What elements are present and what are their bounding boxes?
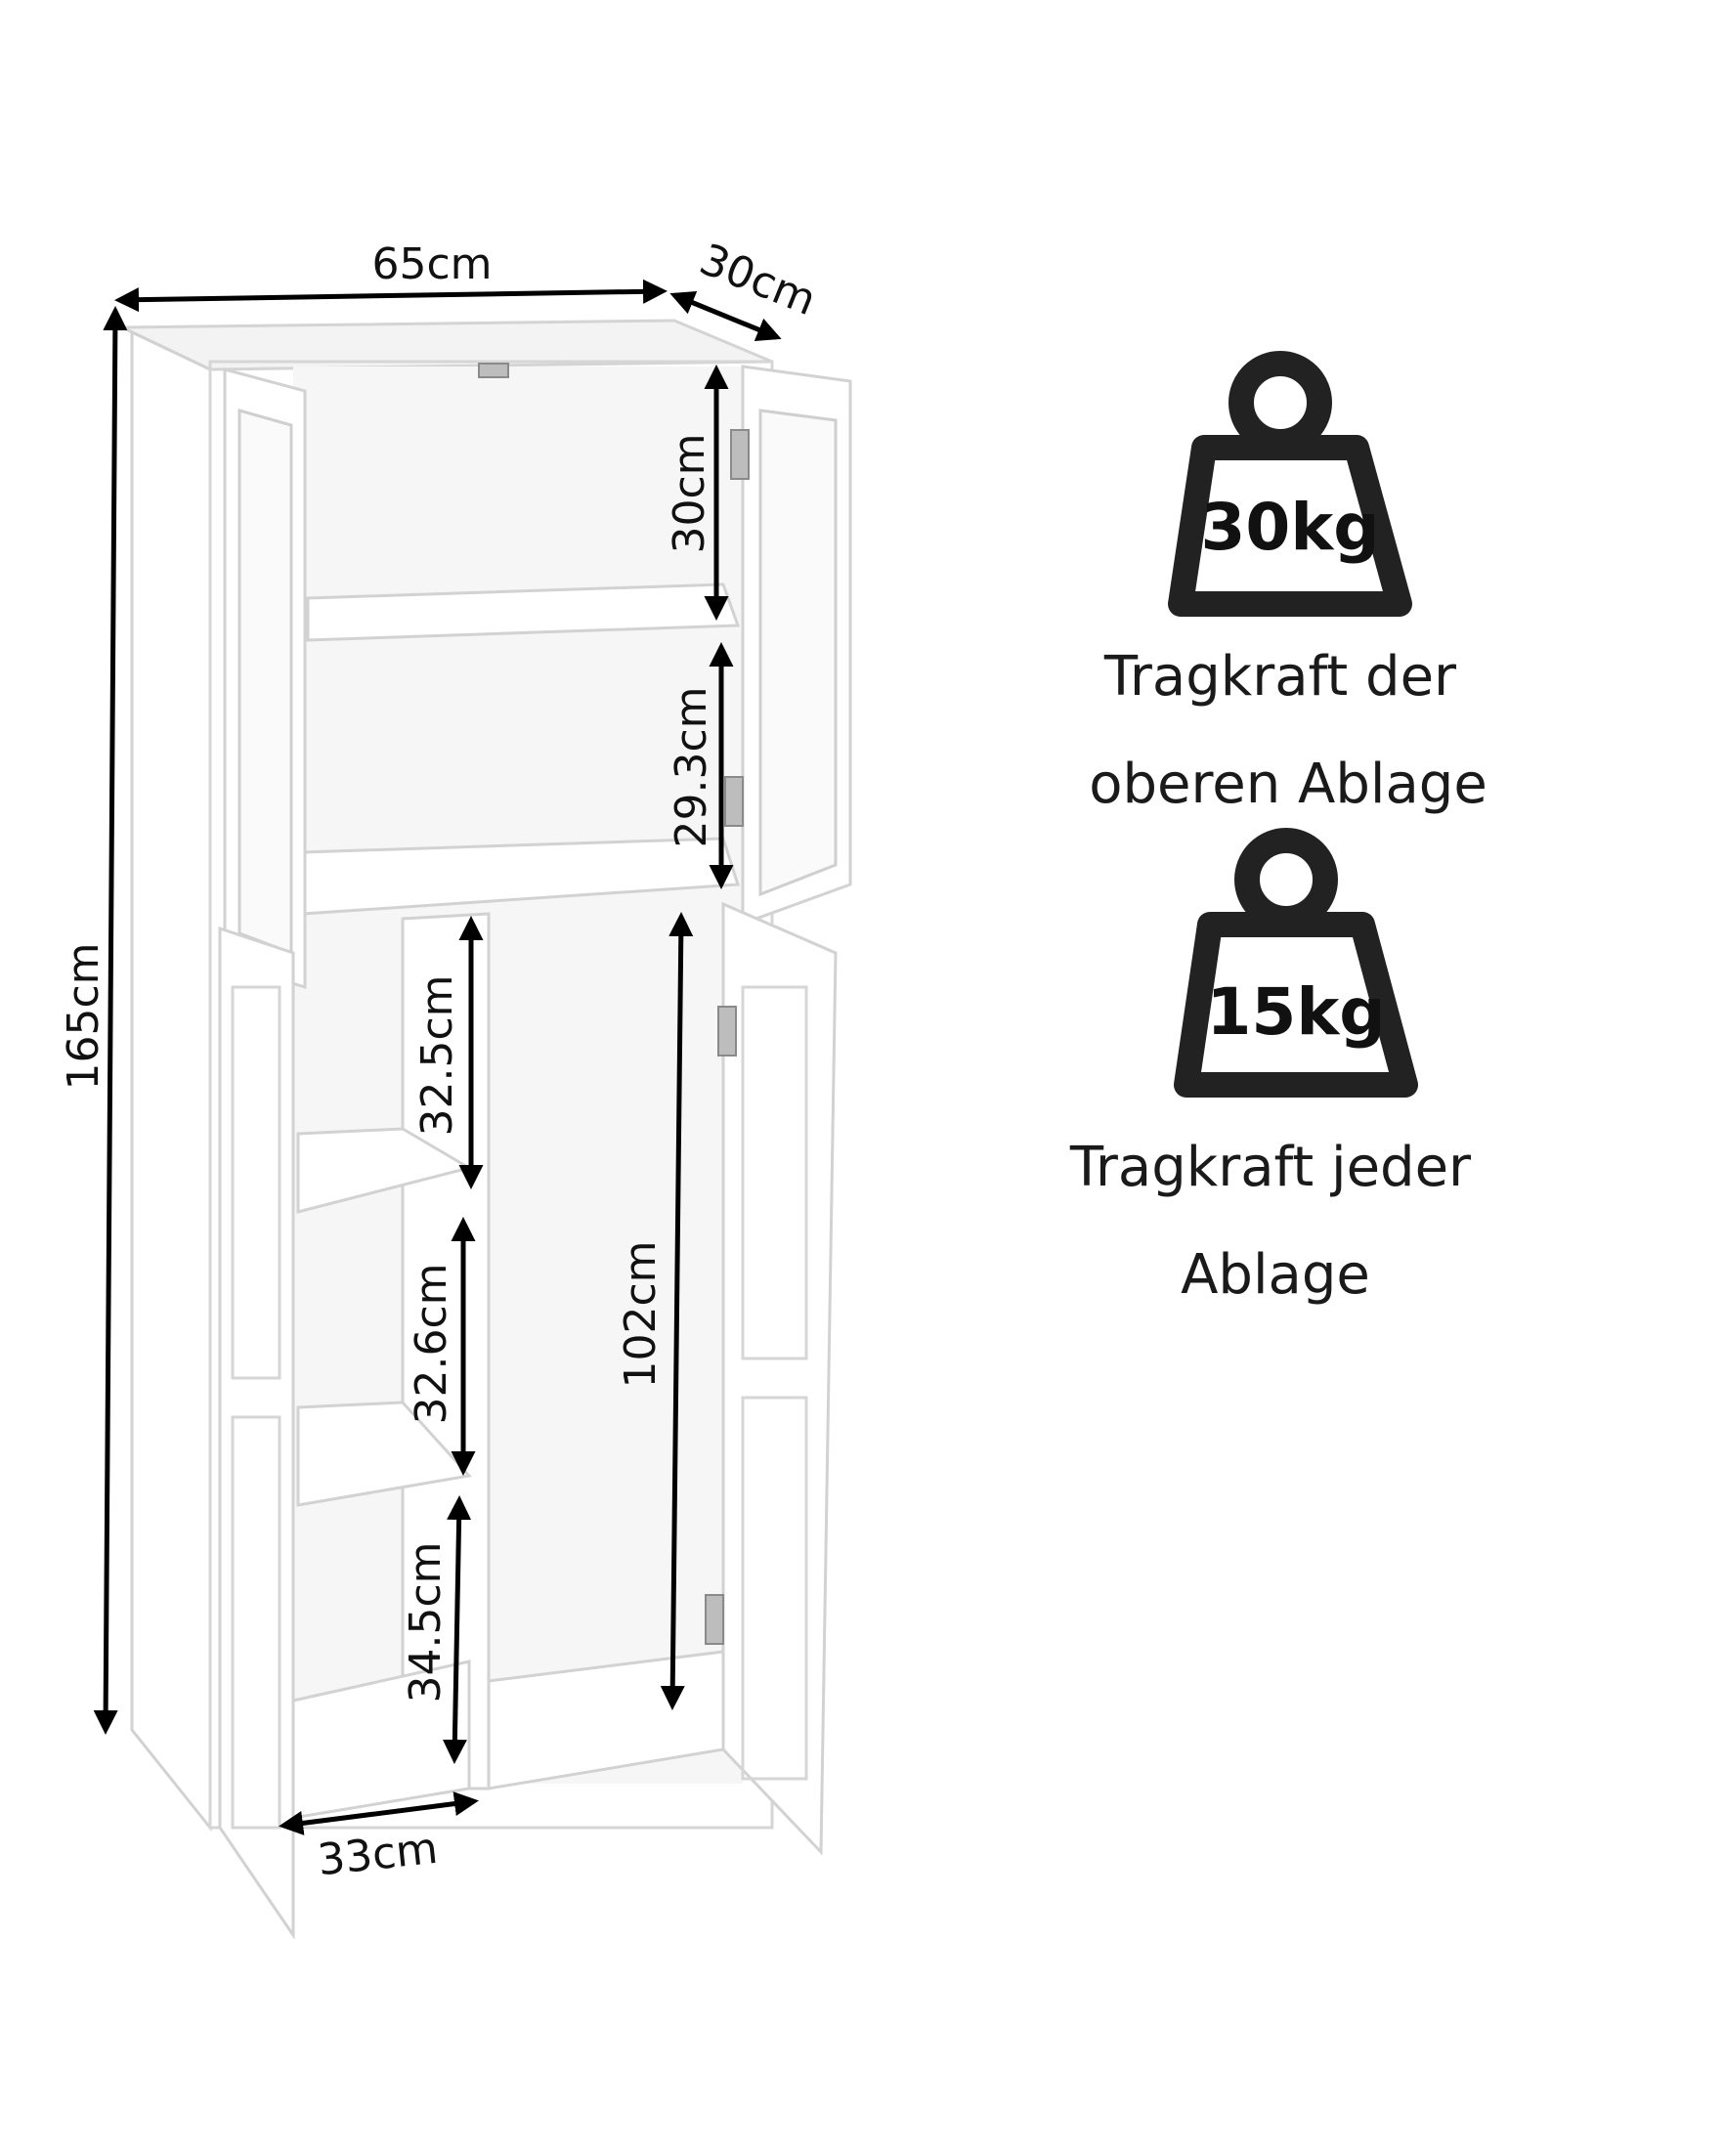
upper-left-door-glass (237, 409, 293, 956)
left-compartment-3-line (442, 1495, 472, 1764)
compartment-width-label: 33cm (316, 1824, 441, 1886)
lower-right-door-panel-2 (741, 1396, 808, 1781)
lower-left-door-panel-1 (231, 985, 281, 1380)
lower-left-door-panel-2 (231, 1415, 281, 1830)
dimension-lines: 65cm 30cm 165cm 30cm 29.3cm 32.5cm 32.6c… (59, 235, 823, 1886)
lower-left-shelf-2 (296, 1401, 472, 1507)
upper-right-door-glass (758, 409, 838, 897)
upper-capacity-caption-line2: oberen Ablage (1089, 753, 1487, 816)
each-capacity-caption-line2: Ablage (1181, 1243, 1370, 1307)
height-line (93, 306, 128, 1735)
cabinet-left-side (130, 329, 212, 1833)
right-compartment-line (660, 912, 694, 1710)
left-compartment-3-label: 34.5cm (401, 1541, 451, 1703)
left-compartment-1-label: 32.5cm (412, 974, 462, 1136)
weight-icon: 30kg (1168, 351, 1412, 617)
hinge (478, 363, 509, 378)
upper-capacity-caption-line1: Tragkraft der (1103, 645, 1457, 709)
right-compartment-label: 102cm (616, 1240, 666, 1388)
hinge (705, 1594, 724, 1645)
upper-shelf (306, 582, 741, 642)
top-shelf-lower-label: 29.3cm (667, 686, 716, 847)
lower-right-door (721, 901, 838, 1856)
hinge (724, 776, 744, 827)
top-shelf-upper-label: 30cm (665, 433, 714, 553)
weight-icon: 15kg (1174, 828, 1418, 1098)
height-label: 165cm (59, 942, 108, 1090)
cabinet-drawing (121, 319, 852, 1940)
width-label: 65cm (371, 239, 492, 289)
left-compartment-2-label: 32.6cm (407, 1263, 456, 1424)
hinge (730, 429, 750, 480)
depth-line (669, 291, 782, 341)
lower-left-door (218, 926, 295, 1940)
compartment-width-line (279, 1791, 479, 1835)
lower-right-door-panel-1 (741, 985, 808, 1360)
upper-weight-label: 30kg (1201, 490, 1380, 565)
width-line (114, 279, 668, 313)
each-weight-label: 15kg (1207, 974, 1386, 1050)
each-capacity-caption-line1: Tragkraft jeder (1069, 1136, 1472, 1199)
hinge (717, 1006, 737, 1056)
